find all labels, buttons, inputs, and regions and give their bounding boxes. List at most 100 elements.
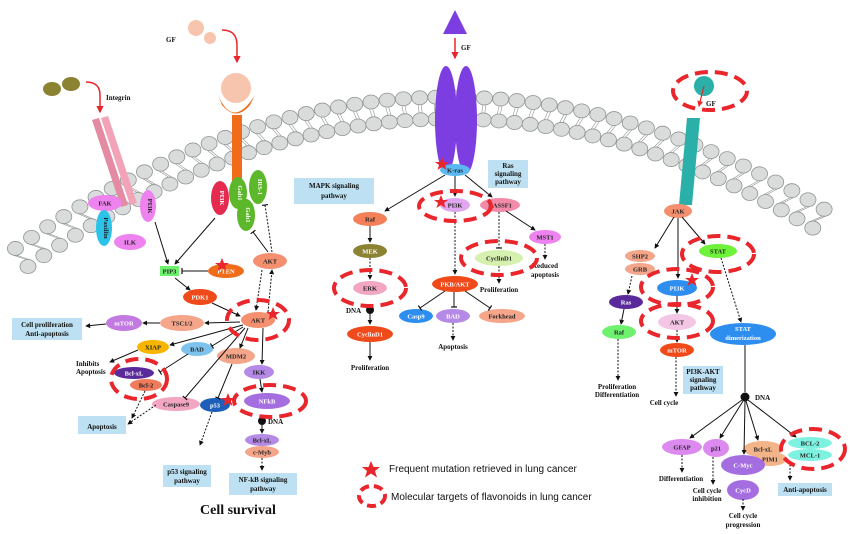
lipid-head xyxy=(600,132,617,148)
gf-receptor-left xyxy=(218,73,255,190)
svg-text:Gab1: Gab1 xyxy=(236,185,243,200)
svg-text:Ras: Ras xyxy=(502,162,514,170)
svg-text:dimerization: dimerization xyxy=(725,335,761,342)
svg-text:MCL-1: MCL-1 xyxy=(800,453,821,460)
lipid-head xyxy=(51,237,68,253)
lipid-tail xyxy=(606,125,613,134)
target-ring-gf-right xyxy=(671,70,749,112)
lipid-tail xyxy=(703,158,713,166)
node-cmyb: c-Myb xyxy=(245,446,279,458)
lipid-head xyxy=(71,199,89,215)
lipid-tail xyxy=(795,206,807,213)
lipid-tail xyxy=(275,128,282,137)
integrin-label: Integrin xyxy=(106,94,131,102)
svg-text:Apoptosis: Apoptosis xyxy=(87,423,117,431)
node-paxillin: Paxillin xyxy=(96,210,112,246)
lipid-tail xyxy=(528,109,532,118)
svg-text:FAK: FAK xyxy=(98,201,111,208)
node-caspase9: Caspase9 xyxy=(152,397,200,411)
dna-label-center: DNA xyxy=(346,307,361,315)
node-ilk: ILK xyxy=(114,234,146,250)
lipid-head xyxy=(788,211,806,227)
star-icon xyxy=(435,157,449,170)
flavonoid-target-rings xyxy=(109,70,847,471)
star-icon xyxy=(434,195,448,208)
lipid-head xyxy=(815,201,833,217)
lipid-head xyxy=(161,176,179,192)
node-mek: MEK xyxy=(353,244,387,258)
lipid-tail xyxy=(562,114,568,123)
lipid-tail xyxy=(719,165,729,172)
lipid-tail xyxy=(798,206,810,213)
svg-text:Bcl-xL: Bcl-xL xyxy=(253,438,272,445)
node-bcl2-right: BCL-2 xyxy=(788,437,832,449)
gf-label-left: GF xyxy=(166,36,176,44)
node-akt-main: AKT xyxy=(241,312,275,328)
lipid-tail xyxy=(81,213,93,219)
target-ring-erk xyxy=(332,268,408,308)
lipid-head xyxy=(718,151,736,166)
gf-label-center: GF xyxy=(461,44,471,52)
cc-progression-label-1: Cell cycle xyxy=(729,512,758,520)
lipid-tail xyxy=(223,144,232,152)
lipid-tail xyxy=(242,138,251,146)
node-raf-right: Raf xyxy=(602,325,636,339)
svg-text:PI3K: PI3K xyxy=(218,191,225,206)
proliferation-label-mapk: Proliferation xyxy=(351,364,389,372)
lipid-head xyxy=(35,248,53,264)
cell-survival-title: Cell survival xyxy=(200,503,276,518)
lipid-tail xyxy=(512,107,516,116)
reduced-label: Reduced xyxy=(532,262,558,270)
node-cmyc: C-Myc xyxy=(721,455,765,475)
lipid-head xyxy=(136,164,153,180)
lipid-head xyxy=(605,111,623,126)
svg-text:Caspase9: Caspase9 xyxy=(163,402,190,409)
lipid-head xyxy=(313,102,331,118)
cc-inhibition-label-2: inhibition xyxy=(692,495,721,503)
lipid-head xyxy=(349,118,367,134)
lipid-head xyxy=(346,96,364,112)
target-ring-cyclind1 xyxy=(459,239,539,277)
svg-text:PI3K: PI3K xyxy=(670,286,685,293)
lipid-head xyxy=(772,202,790,218)
proliferation-label-ras: Proliferation xyxy=(480,286,518,294)
svg-text:signaling: signaling xyxy=(495,170,522,178)
apoptosis-label-center: Apoptosis xyxy=(438,343,468,351)
svg-text:pathway: pathway xyxy=(174,477,200,485)
svg-text:Cell proliferation: Cell proliferation xyxy=(21,321,73,329)
svg-text:MST1: MST1 xyxy=(536,235,553,242)
svg-text:CycD: CycD xyxy=(735,488,751,495)
lipid-head xyxy=(55,209,73,224)
lipid-tail xyxy=(669,145,678,153)
lipid-tail xyxy=(735,172,746,180)
node-stat: STAT xyxy=(699,244,737,258)
svg-text:TSC1/2: TSC1/2 xyxy=(172,321,193,328)
svg-text:pathway: pathway xyxy=(250,485,276,493)
svg-text:pathway: pathway xyxy=(495,178,521,186)
svg-text:Anti-apoptosis: Anti-apoptosis xyxy=(783,486,827,494)
lipid-tail xyxy=(304,120,310,129)
target-ring-bcl xyxy=(109,357,169,401)
svg-text:c-Myb: c-Myb xyxy=(253,450,271,457)
lipid-head xyxy=(378,92,396,108)
lipid-tail xyxy=(547,111,552,120)
lipid-tail xyxy=(29,244,43,249)
node-akt-right: AKT xyxy=(658,314,696,330)
lipid-head xyxy=(152,156,170,172)
svg-text:PDK1: PDK1 xyxy=(192,295,209,302)
lipid-head xyxy=(265,114,283,130)
lipid-head xyxy=(411,90,429,106)
lipid-head xyxy=(709,171,727,187)
lipid-tail xyxy=(779,197,791,204)
lipid-tail xyxy=(417,104,420,113)
node-cyclind1-a: CyclinD1 xyxy=(347,326,393,342)
svg-text:mTOR: mTOR xyxy=(114,321,134,328)
lipid-tail xyxy=(404,105,407,114)
lipid-tail xyxy=(716,165,726,172)
lipid-tail xyxy=(625,129,632,138)
gf-receptor-center xyxy=(435,66,477,174)
star-icon xyxy=(215,258,229,271)
svg-text:p53: p53 xyxy=(210,403,221,410)
svg-text:NF-kB signaling: NF-kB signaling xyxy=(239,476,288,484)
node-gab1-b: Gab1 xyxy=(237,199,255,231)
